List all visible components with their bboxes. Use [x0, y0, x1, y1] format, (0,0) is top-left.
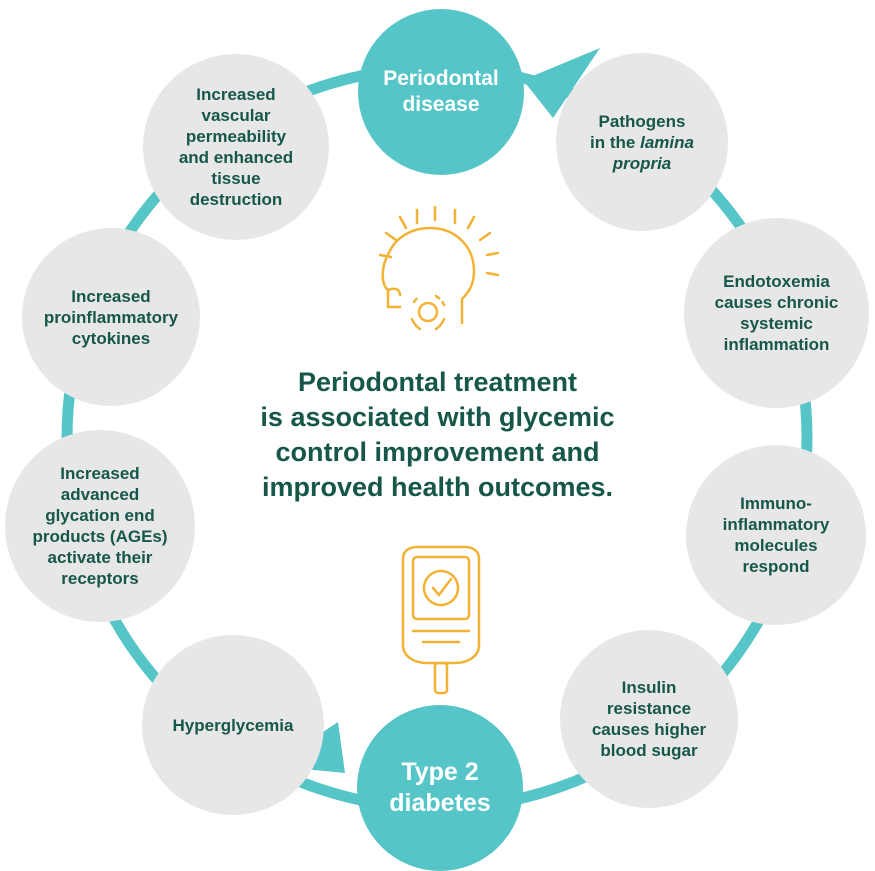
- center-line3: control improvement and: [275, 437, 600, 467]
- node-cytokines: Increased proinflammatory cytokines: [22, 228, 200, 406]
- node-vascular-line6: destruction: [189, 190, 283, 209]
- node-insulin-line3: causes higher: [591, 720, 707, 739]
- center-line2: is associated with glycemic: [260, 402, 615, 432]
- glucose-meter-icon: [401, 545, 481, 695]
- node-type2-diabetes-line1: Type 2: [401, 758, 479, 786]
- node-ages-line6: receptors: [61, 569, 139, 588]
- node-vascular-line4: and enhanced: [178, 148, 294, 167]
- node-endotoxemia-line3: systemic: [740, 314, 813, 333]
- node-endotoxemia-line1: Endotoxemia: [723, 272, 830, 291]
- node-vascular-line5: tissue: [211, 169, 261, 188]
- node-insulin: Insulin resistance causes higher blood s…: [560, 630, 738, 808]
- node-pathogens-line3: propria: [612, 153, 672, 173]
- node-pathogens-line1: Pathogens: [598, 111, 686, 131]
- node-pathogens: Pathogens in the lamina propria: [556, 53, 728, 231]
- node-type2-diabetes-line2: diabetes: [389, 789, 491, 817]
- node-hyperglycemia-line1: Hyperglycemia: [172, 715, 294, 735]
- node-periodontal-disease: Periodontal disease: [358, 9, 524, 175]
- node-insulin-line4: blood sugar: [600, 741, 698, 760]
- node-immuno-line2: inflammatory: [722, 515, 830, 534]
- node-ages-line1: Increased: [60, 464, 140, 483]
- node-ages-line4: products (AGEs): [32, 527, 168, 546]
- node-vascular: Increased vascular permeability and enha…: [143, 54, 329, 240]
- node-endotoxemia-line2: causes chronic: [714, 293, 839, 312]
- node-endotoxemia-line4: inflammation: [723, 335, 830, 354]
- center-line4: improved health outcomes.: [261, 472, 614, 502]
- node-pathogens-line2-prefix: in the: [590, 132, 641, 152]
- node-immuno-line4: respond: [742, 557, 810, 576]
- arrow-head-top-right: [523, 48, 600, 118]
- node-immuno: Immuno- inflammatory molecules respond: [686, 445, 866, 625]
- node-vascular-line1: Increased: [196, 85, 276, 104]
- node-endotoxemia: Endotoxemia causes chronic systemic infl…: [684, 218, 869, 408]
- node-cytokines-line2: proinflammatory: [43, 307, 179, 327]
- node-immuno-line3: molecules: [734, 536, 818, 555]
- node-periodontal-disease-line1: Periodontal: [383, 67, 499, 90]
- node-type2-diabetes: Type 2 diabetes: [357, 705, 523, 871]
- node-ages-line5: activate their: [47, 548, 153, 567]
- node-insulin-line1: Insulin: [621, 678, 677, 697]
- node-ages-line2: advanced: [60, 485, 140, 504]
- node-pathogens-line2: in the lamina: [590, 132, 694, 153]
- node-cytokines-line1: Increased: [71, 286, 151, 306]
- head-with-glowing-mouth-icon: [378, 205, 500, 331]
- node-insulin-line2: resistance: [606, 699, 692, 718]
- node-pathogens-line2-italic: lamina: [640, 132, 694, 152]
- node-periodontal-disease-line2: disease: [402, 93, 480, 116]
- node-vascular-line3: permeability: [185, 127, 287, 146]
- node-vascular-line2: vascular: [201, 106, 271, 125]
- center-statement: Periodontal treatment is associated with…: [225, 365, 650, 505]
- node-cytokines-line3: cytokines: [71, 328, 151, 348]
- node-immuno-line1: Immuno-: [740, 494, 812, 513]
- node-ages-line3: glycation end: [45, 506, 155, 525]
- node-ages: Increased advanced glycation end product…: [5, 430, 195, 622]
- center-line1: Periodontal treatment: [297, 367, 578, 397]
- node-hyperglycemia: Hyperglycemia: [142, 635, 324, 815]
